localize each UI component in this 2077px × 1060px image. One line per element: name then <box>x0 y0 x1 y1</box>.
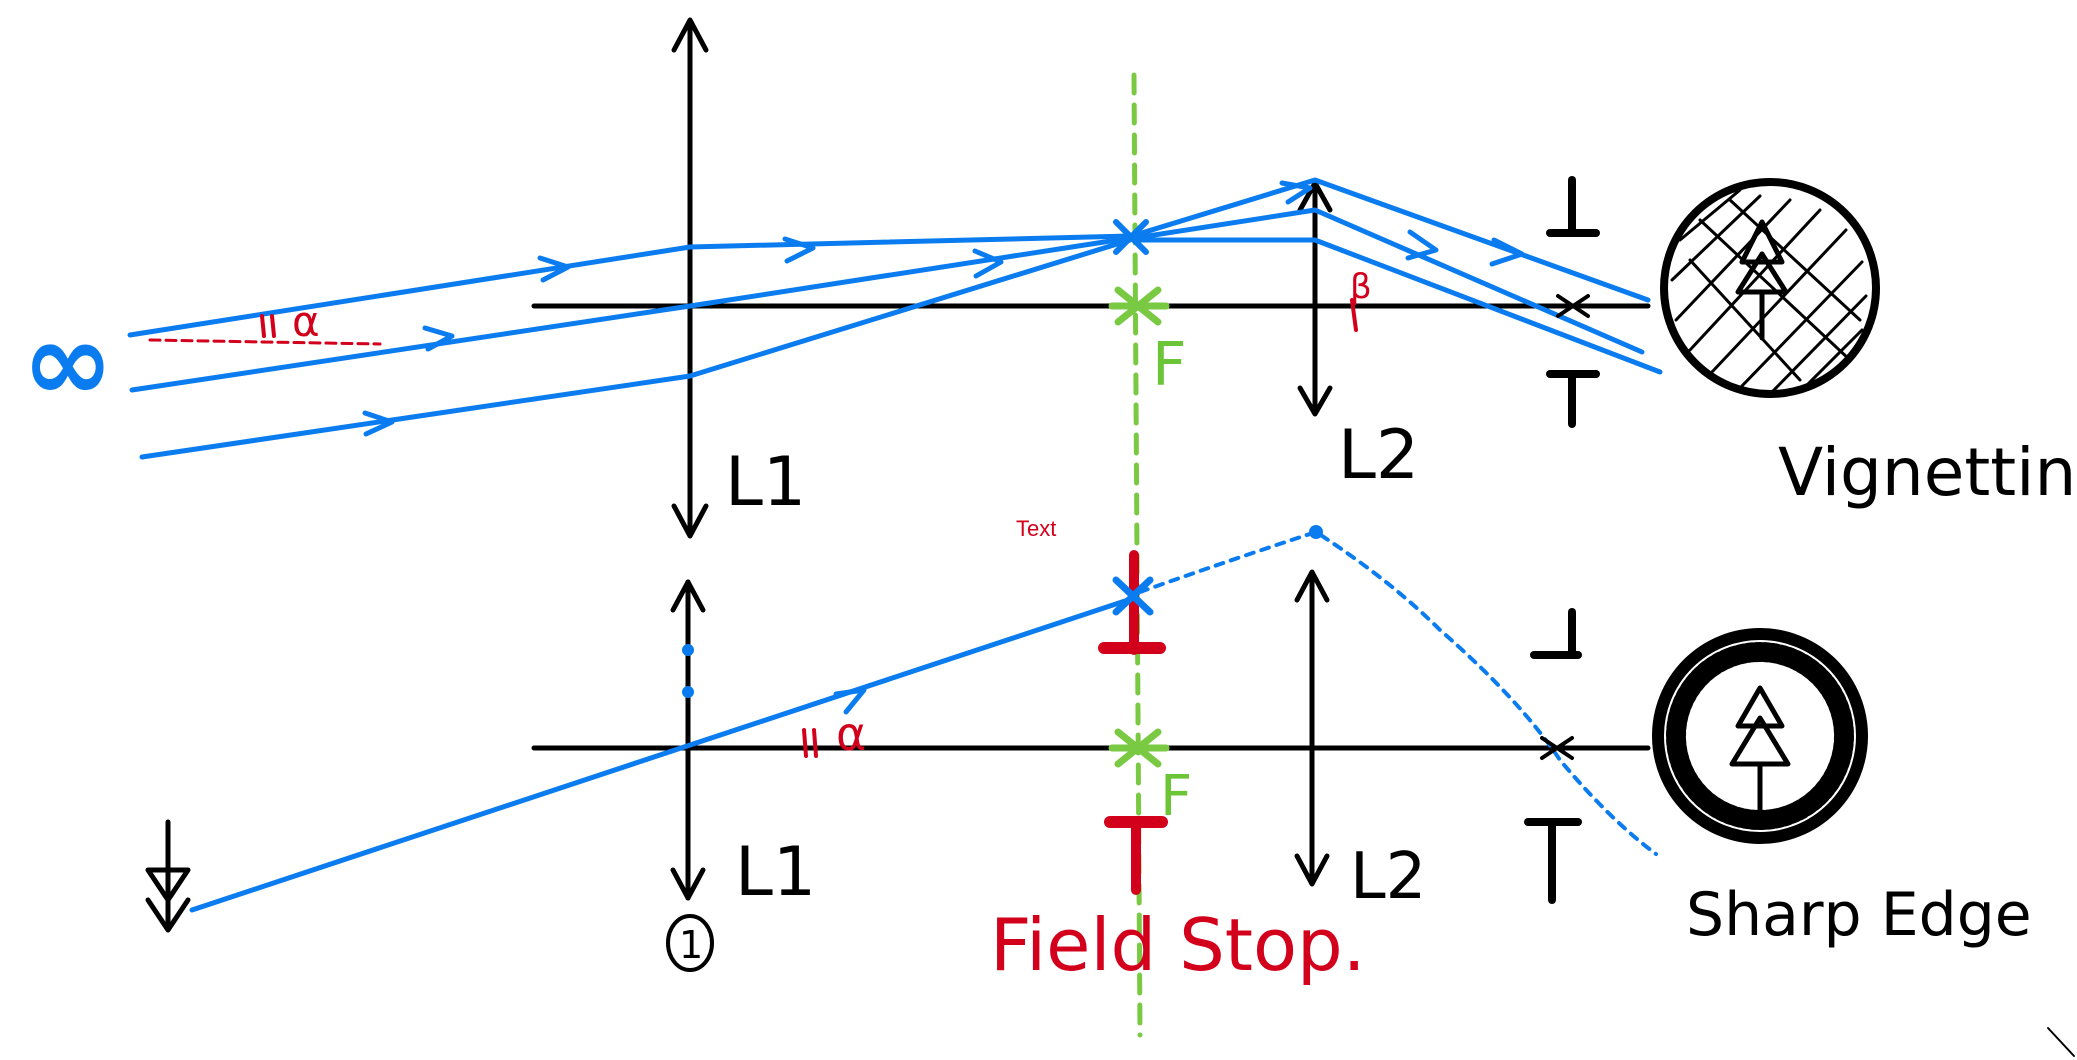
object-arrow <box>145 819 191 933</box>
focal-point-bottom <box>1108 728 1170 768</box>
angle-alpha-bottom <box>802 728 818 758</box>
vignetting-label: Vignetting. <box>1778 434 2077 511</box>
focus-top-label: F <box>1152 330 1187 400</box>
chief-ray-bottom <box>189 595 1137 913</box>
circled-number-one: 1 <box>666 914 714 972</box>
vignetting-view <box>1660 178 1880 398</box>
infinity-symbol: ∞ <box>22 298 114 426</box>
lens-l1-top-label: L1 <box>725 443 806 522</box>
outgoing-rays-top <box>1129 177 1663 375</box>
lens-l2-bottom <box>1294 569 1330 887</box>
lens-l1-bottom-label: L1 <box>735 833 816 912</box>
lens-l2-top <box>1297 180 1333 417</box>
image-marker-top <box>1546 176 1600 428</box>
angle-alpha-top <box>148 314 382 346</box>
focus-bottom-label: F <box>1160 764 1192 829</box>
lens-l1-bottom <box>670 579 706 901</box>
field-stop <box>1098 550 1168 895</box>
incoming-rays-top <box>127 233 1133 460</box>
field-stop-label: Field Stop. <box>990 903 1366 987</box>
sharp-edge-view <box>1652 628 1868 844</box>
dotted-ray-bottom <box>1138 530 1658 856</box>
angle-alpha-bottom-label: α <box>836 707 866 761</box>
sharp-edge-label: Sharp Edge <box>1686 880 2032 950</box>
beta-arc-top <box>1350 298 1358 332</box>
image-marker-bottom <box>1451 608 1582 904</box>
lens-l1-top <box>671 17 709 539</box>
svg-text:1: 1 <box>679 923 703 967</box>
angle-alpha-top-label: α <box>292 297 320 346</box>
lens-l2-bottom-label: L2 <box>1350 840 1426 914</box>
top-diagram: L1 L2 ∞ F <box>22 17 2077 539</box>
text-annotation: Text <box>1016 516 1056 541</box>
field-stop-ray-cross <box>1112 576 1154 616</box>
bottom-diagram: L1 1 <box>145 525 2032 987</box>
corner-mark <box>2047 1027 2075 1057</box>
lens-l2-top-label: L2 <box>1338 416 1419 495</box>
beta-top-label: β <box>1350 267 1372 307</box>
